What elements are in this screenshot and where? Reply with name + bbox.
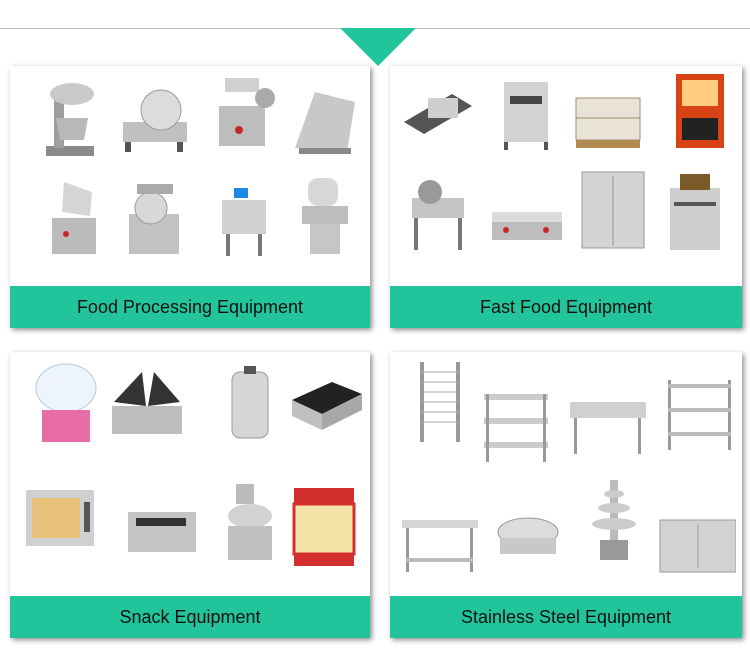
work-table-icon	[398, 502, 478, 592]
bone-saw-icon	[286, 170, 366, 260]
panel-title: Snack Equipment	[10, 596, 370, 638]
panini-grill-icon	[106, 362, 186, 452]
panel-title: Fast Food Equipment	[390, 286, 742, 328]
pressure-fryer-icon	[486, 68, 566, 158]
popcorn-machine-icon	[284, 484, 364, 574]
vacuum-marinator-icon	[400, 170, 480, 260]
tray-rack-trolley-icon	[402, 358, 482, 448]
sink-icon	[566, 382, 646, 472]
toaster-icon	[122, 492, 202, 582]
induction-cooker-icon	[286, 360, 366, 450]
chevron-down-icon	[340, 28, 416, 66]
panel-title: Food Processing Equipment	[10, 286, 370, 328]
food-warmer-display-icon	[568, 72, 648, 162]
cabinet-table-icon	[656, 504, 736, 594]
panel-stainless-steel[interactable]: Stainless Steel Equipment	[390, 352, 742, 638]
warming-cabinet-icon	[572, 166, 652, 256]
cotton-candy-machine-icon	[26, 358, 106, 448]
griddle-icon	[486, 172, 566, 262]
wire-shelf-icon	[660, 372, 740, 462]
meat-grinder-icon	[205, 68, 285, 158]
drink-dispenser-icon	[660, 68, 740, 158]
deep-fryer-icon	[656, 166, 736, 256]
rotisserie-oven-icon	[20, 472, 100, 562]
vegetable-cutter-icon	[206, 170, 286, 260]
dough-roller-icon	[285, 72, 365, 162]
panel-snack[interactable]: Snack Equipment	[10, 352, 370, 638]
water-boiler-icon	[210, 360, 290, 450]
meat-slicer-icon	[115, 74, 195, 164]
panel-food-processing[interactable]: Food Processing Equipment	[10, 66, 370, 328]
panel-title: Stainless Steel Equipment	[390, 596, 742, 638]
meat-mincer-icon	[115, 172, 195, 262]
chafing-dish-icon	[488, 502, 568, 592]
juicer-icon	[210, 478, 290, 568]
panel-fast-food[interactable]: Fast Food Equipment	[390, 66, 742, 328]
conveyor-toaster-icon	[398, 72, 478, 162]
chocolate-fountain-icon	[574, 476, 654, 566]
service-cart-icon	[476, 382, 556, 472]
mixer-icon	[32, 72, 112, 162]
dough-mixer-icon	[34, 172, 114, 262]
